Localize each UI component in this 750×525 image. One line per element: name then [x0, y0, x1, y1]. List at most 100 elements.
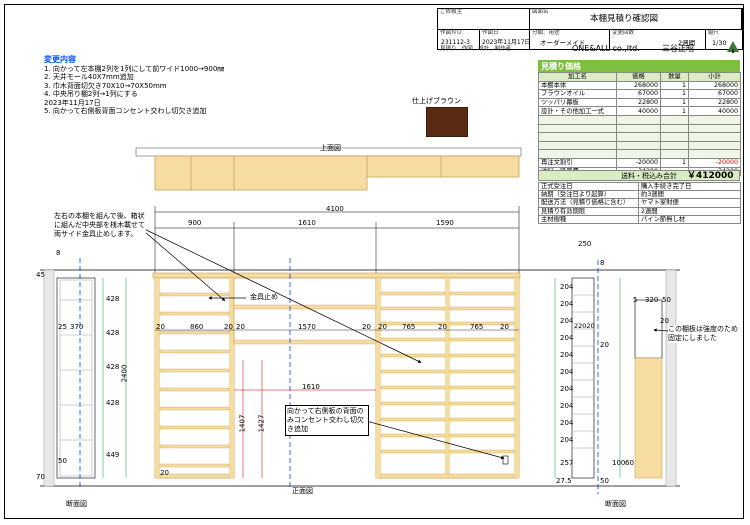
dim-small: 8 [600, 259, 605, 267]
category-cell [530, 30, 610, 50]
finish-label: 仕上げブラウン [412, 97, 461, 105]
dim-w1: 900 [188, 219, 202, 227]
client-cell [438, 9, 530, 30]
dim-t20: 20 [224, 323, 233, 331]
dim-left-col: 428 [106, 363, 120, 371]
dim-1427: 1427 [257, 414, 266, 433]
dim-i1: 860 [190, 323, 204, 331]
top-dimensions [154, 206, 520, 275]
left-section-label: 断面図 [66, 500, 87, 508]
change-line: 2023年11月17日 [44, 98, 101, 107]
dim-left-col: 428 [106, 295, 120, 303]
total-label: 送料・税込み合計 [621, 172, 677, 180]
info-row: 主材樹種パイン節無し材 [538, 214, 741, 224]
dim-t20: 20 [438, 323, 447, 331]
dim-w2: 1610 [298, 219, 316, 227]
dim-small: 50 [600, 477, 609, 485]
drawing-no: 231112-3 [441, 39, 470, 46]
scale: 1/30 [712, 39, 727, 47]
dim-small: 50 [58, 457, 67, 465]
dim-right-col: 204 [560, 334, 574, 342]
drawing-name: 本棚見積り確認図 [590, 14, 659, 24]
change-line: 4. 中央吊り棚2列→1列にする [44, 90, 138, 99]
right-section-view [571, 277, 663, 479]
sheet-border [4, 4, 744, 519]
dim-left-25: 25 [58, 323, 67, 331]
top-view [135, 147, 522, 191]
dim-i4: 765 [470, 323, 484, 331]
dim-small: 20 [660, 317, 669, 325]
revision-label: 変更回数 [612, 30, 635, 36]
dim-left-col: 428 [106, 399, 120, 407]
change-line: 2. 天井モール40X7mm追加 [44, 73, 134, 82]
scale-cell [706, 30, 742, 50]
price-table: 見積り価格 加工名 価格 数量 小計 本棚本体 268000 1 268000 … [538, 60, 741, 177]
dim-right-col: 204 [560, 300, 574, 308]
dim-t20: 20 [156, 323, 165, 331]
person-name: 三谷正昭 [662, 44, 694, 53]
dim-right-col: 204 [560, 436, 574, 444]
dim-total-width: 4100 [326, 205, 344, 213]
dim-right-col: 204 [560, 368, 574, 376]
right-section-label: 断面図 [605, 500, 626, 508]
dim-1610: 1610 [302, 383, 320, 391]
title-block [437, 8, 743, 50]
dim-right-col: 204 [560, 419, 574, 427]
date: 2023年11月17日 [482, 39, 531, 46]
company-logo-icon [727, 41, 739, 53]
dim-right-col: 204 [560, 283, 574, 291]
scale-label: 縮尺 [708, 30, 720, 36]
left-section-view [56, 277, 96, 479]
maker-label: 見積り、作図、設計、制作者 [440, 46, 512, 52]
dim-t20: 20 [236, 323, 245, 331]
dim-i2: 1570 [298, 323, 316, 331]
date-cell [480, 30, 530, 50]
dim-left-col: 449 [106, 451, 120, 459]
dim-right-width: 22020 [574, 322, 595, 330]
dim-right-col: 204 [560, 317, 574, 325]
dim-t20: 20 [378, 323, 387, 331]
empty-row [538, 140, 741, 151]
total-row: 送料・税込み合計 ￥412000 [538, 170, 740, 181]
empty-row [538, 149, 741, 159]
dim-left-col: 70 [36, 473, 45, 481]
dim-small: 8 [56, 249, 61, 257]
dim-small: 20 [600, 341, 609, 349]
change-line: 1. 向かって左本棚2列を1列にして前ワイド1000→900㎜ [44, 65, 225, 73]
category: オーダーメイド [540, 39, 586, 47]
dim-right-col: 27.5 [556, 477, 572, 485]
dim-small: 20 [160, 469, 169, 477]
company-name: ONE&ALL co.,ltd. [572, 44, 640, 53]
drawing-name-cell [530, 9, 742, 30]
dim-depth-mid: 320 [645, 296, 659, 304]
change-line: 5. 向かって右側板背面コンセント交わし切欠き追加 [44, 107, 207, 116]
dim-right-col: 257 [560, 459, 574, 467]
drawing-no-label: 作図ＮＯ. [440, 30, 464, 36]
bracket-label: 金具止め [250, 293, 278, 301]
order-info-table: 正式受注日購入手続き完了日 納期（受注日より起算）約3週間 配送方法（見積り価格… [538, 181, 741, 224]
top-view-label: 上面図 [320, 144, 341, 152]
drawing-name-label: 図面名 [532, 9, 549, 15]
front-view [152, 272, 521, 479]
price-row: ツッパリ幕板 22800 1 22800 [538, 97, 741, 108]
section-lines [79, 258, 599, 494]
change-line: 3. 巾木背面切欠き70X10→70X50mm [44, 81, 167, 90]
dim-small: 50 [662, 296, 671, 304]
dim-left-col: 428 [106, 329, 120, 337]
empty-row [538, 132, 741, 142]
dim-right-col: 204 [560, 385, 574, 393]
finish-swatch [426, 107, 468, 137]
revision: 2週間 [678, 39, 696, 47]
dim-right-col: 204 [560, 351, 574, 359]
dim-w3: 1590 [436, 219, 454, 227]
info-value: パイン節無し材 [638, 214, 741, 224]
dim-right-col: 204 [560, 402, 574, 410]
date-label: 作図日 [482, 30, 499, 36]
dim-left-section-width: 370 [70, 323, 84, 331]
dim-i3: 765 [402, 323, 416, 331]
revision-cell [610, 30, 706, 50]
dim-height: 2400 [120, 364, 129, 383]
dim-depth-top: 250 [578, 240, 592, 248]
